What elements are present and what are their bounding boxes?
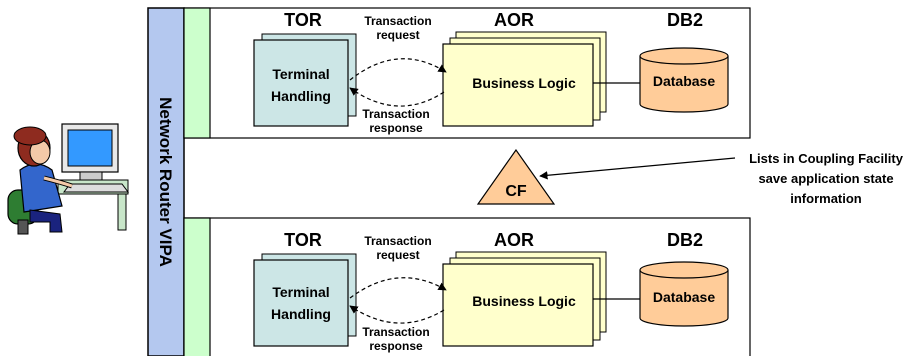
db2-title: DB2	[667, 10, 703, 30]
user-at-computer-icon	[7, 123, 129, 235]
database-icon	[639, 47, 729, 113]
terminal-handling-line1: Terminal	[272, 284, 329, 300]
aor-box	[442, 43, 594, 127]
request-label-line2: request	[376, 248, 419, 262]
aor-box	[442, 263, 594, 347]
network-router-label: Network Router VIPA	[156, 97, 175, 267]
db2-title: DB2	[667, 230, 703, 250]
request-arrow	[349, 277, 447, 299]
terminal-handling-line2: Handling	[271, 88, 331, 104]
tor-box	[253, 259, 349, 347]
tor-title: TOR	[284, 230, 322, 250]
region-strip	[183, 7, 211, 139]
tor-box	[253, 39, 349, 127]
response-label-line2: response	[369, 339, 423, 353]
aor-title: AOR	[494, 230, 534, 250]
terminal-handling-line2: Handling	[271, 306, 331, 322]
cf-triangle	[476, 148, 556, 205]
tor-title: TOR	[284, 10, 322, 30]
upper-region: TOR AOR DB2 Terminal Handling Business L…	[183, 7, 751, 139]
lower-region: TOR AOR DB2 Terminal Handling Business L…	[183, 217, 751, 356]
aor-title: AOR	[494, 10, 534, 30]
cf-note-line3: information	[790, 191, 862, 206]
database-icon	[639, 261, 729, 327]
cf-note-line2: save application state	[758, 171, 893, 186]
database-label: Database	[653, 289, 715, 305]
response-arrow	[349, 87, 445, 107]
coupling-facility: CF Lists in Coupling Facility save appli…	[476, 148, 904, 206]
cf-note-pointer	[539, 157, 736, 180]
response-label-line1: Transaction	[362, 107, 429, 121]
region-strip	[183, 217, 211, 356]
business-logic-label: Business Logic	[472, 293, 576, 309]
request-arrow	[349, 58, 447, 81]
cf-label: CF	[505, 183, 527, 200]
request-label-line1: Transaction	[364, 14, 431, 28]
cf-note-line1: Lists in Coupling Facility	[749, 151, 904, 166]
response-label-line1: Transaction	[362, 325, 429, 339]
terminal-handling-line1: Terminal	[272, 66, 329, 82]
database-label: Database	[653, 73, 715, 89]
request-label-line2: request	[376, 28, 419, 42]
request-label-line1: Transaction	[364, 234, 431, 248]
response-label-line2: response	[369, 121, 423, 135]
network-router-bar	[147, 7, 185, 356]
business-logic-label: Business Logic	[472, 75, 576, 91]
